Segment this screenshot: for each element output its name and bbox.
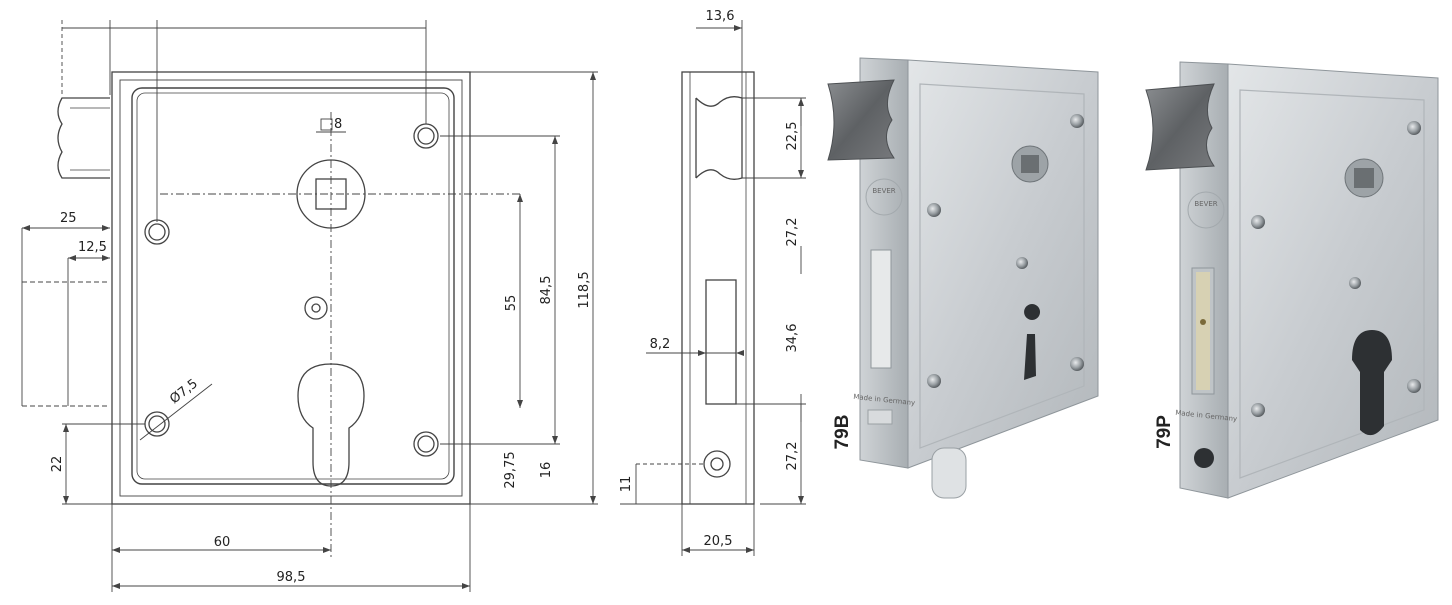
screws-79p (1251, 121, 1421, 417)
dim-98-5: 98,5 (277, 570, 306, 585)
latch-79p (1145, 83, 1215, 171)
dim-118-5: 118,5 (577, 271, 592, 308)
dim-27-2-bottom: 27,2 (785, 442, 800, 471)
side-dimension-labels: 13,6 22,5 27,2 34,6 27,2 8,2 11 20,5 (619, 9, 800, 549)
bever-stamp-79p (1187, 191, 1225, 229)
side-latch (695, 96, 743, 180)
product-79b: BEVER Made in Germany 79B (827, 57, 1099, 499)
bottom-pin-79b (931, 447, 967, 499)
bever-stamp-79b (865, 178, 903, 216)
lock-case-outline (111, 71, 471, 505)
center-pin (304, 296, 328, 320)
dim-8-2: 8,2 (650, 337, 671, 352)
dim-29-75: 29,75 (503, 451, 518, 488)
svg-text:BEVER: BEVER (872, 187, 895, 195)
cylinder-hole-79p (1352, 330, 1392, 436)
screw-holes (144, 123, 439, 457)
dim-hole-diameter: Ø7,5 (167, 376, 201, 407)
dim-25: 25 (60, 211, 77, 226)
dim-27-2-top: 27,2 (785, 218, 800, 247)
model-label-79p: 79P (1154, 415, 1175, 449)
dim-55: 55 (504, 295, 519, 312)
front-dimension-labels: 8 25 12,5 Ø7,5 55 84,5 118,5 29,75 16 22… (50, 117, 592, 585)
case-body-79p (1227, 63, 1439, 499)
dim-13-6: 13,6 (706, 9, 735, 24)
dim-60: 60 (214, 535, 231, 550)
product-79p: BEVER Made in Germany 79P (1145, 61, 1439, 499)
dim-22-5: 22,5 (785, 122, 800, 151)
dim-20-5: 20,5 (704, 534, 733, 549)
side-dimension-lines (620, 20, 806, 556)
dim-11: 11 (619, 476, 634, 493)
dim-84-5: 84,5 (539, 276, 554, 305)
pin-hole-79p (1194, 448, 1214, 468)
svg-text:BEVER: BEVER (1194, 200, 1217, 208)
screws-79b (927, 114, 1084, 388)
dim-12-5: 12,5 (78, 240, 107, 255)
dim-22: 22 (50, 456, 65, 473)
side-view (681, 71, 755, 505)
front-dimension-lines (21, 20, 598, 592)
front-view (57, 71, 471, 505)
latch-bolt (57, 97, 110, 179)
side-arrowheads (682, 25, 804, 553)
latch-79b (827, 79, 895, 161)
side-case-outline (681, 71, 755, 505)
side-bolt-slot (705, 279, 737, 405)
dim-16: 16 (539, 462, 554, 479)
dim-square: 8 (334, 117, 342, 132)
keyhole-79b (1024, 304, 1041, 380)
case-body-79b (907, 59, 1099, 469)
dim-34-6: 34,6 (785, 324, 800, 353)
side-pin (703, 450, 731, 478)
front-arrowheads (22, 72, 596, 589)
model-label-79b: 79B (832, 415, 853, 450)
